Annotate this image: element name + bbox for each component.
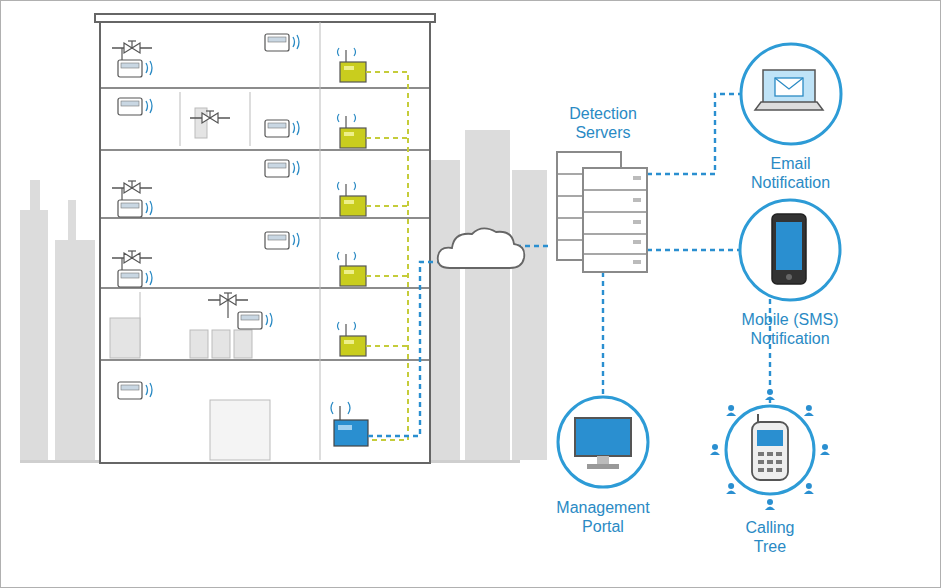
icon-node: Mobile (SMS) Notification (722, 196, 858, 348)
node-label: Calling Tree (730, 518, 810, 556)
icon-node: Calling Tree (708, 388, 832, 556)
dashed-connector (603, 272, 604, 397)
icon-node: Management Portal (540, 392, 666, 536)
node-label: Detection Servers (548, 104, 658, 142)
dashed-connector (647, 94, 741, 174)
node-label: Mobile (SMS) Notification (725, 310, 855, 348)
icon-node: Email Notification (730, 40, 851, 192)
icon-node: Detection Servers (545, 104, 661, 276)
node-label: Management Portal (543, 498, 663, 536)
email-icon (737, 40, 845, 148)
calling-tree-icon (708, 388, 832, 512)
portal-icon (553, 392, 653, 492)
mobile-icon (736, 196, 844, 304)
server-stack (553, 146, 653, 276)
node-label: Email Notification (733, 154, 848, 192)
dashed-connector (647, 250, 740, 251)
